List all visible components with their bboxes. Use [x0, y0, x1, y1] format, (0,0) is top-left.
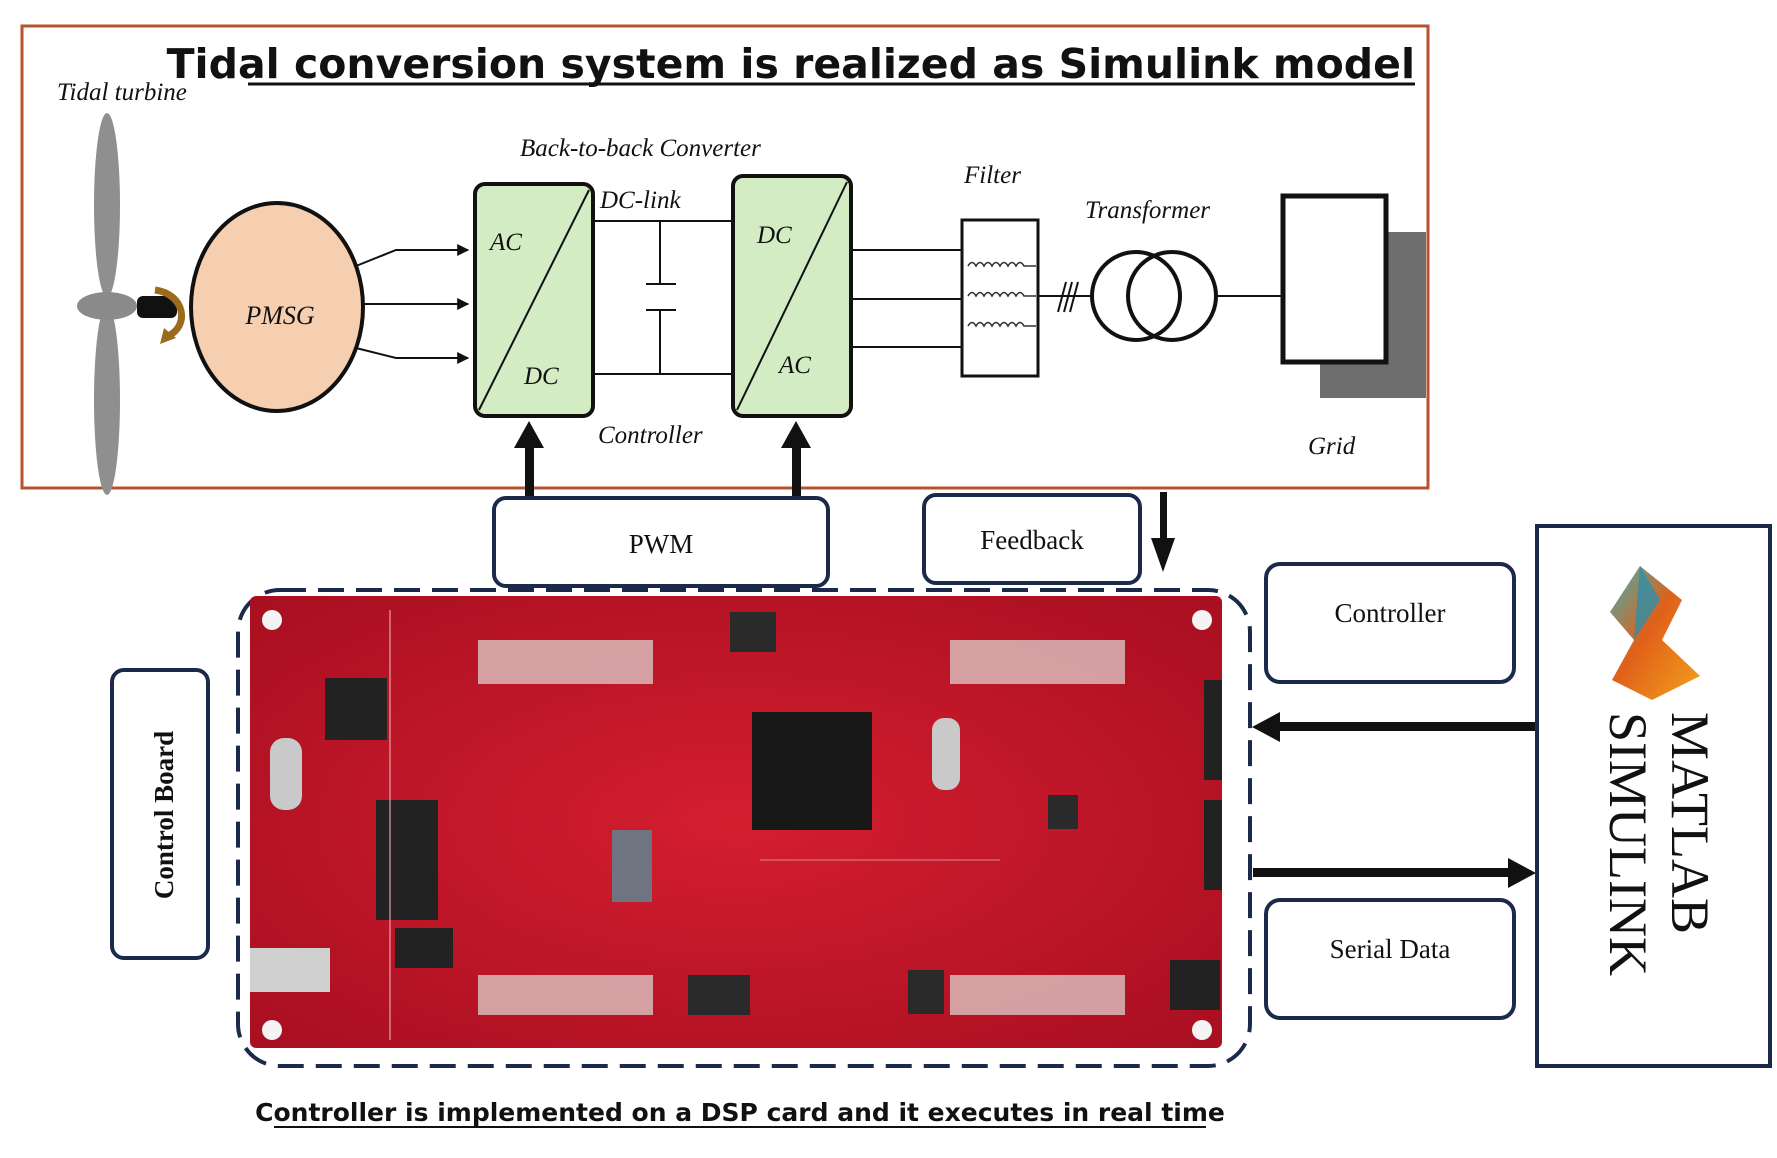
pmsg-generator: [189, 201, 365, 413]
feedback-box: [922, 493, 1142, 585]
matlab-logo-icon: [1610, 566, 1700, 700]
simulink-label: SIMULINK: [1598, 712, 1658, 976]
rectifier-block: [473, 182, 595, 418]
inverter-block: [731, 174, 853, 418]
three-phase-connection: [355, 244, 470, 364]
rectifier-ac-label: AC: [488, 229, 522, 256]
diagram-title: Tidal conversion system is realized as S…: [167, 40, 1415, 88]
controller-label: Controller: [598, 422, 703, 449]
rectifier-dc-label: DC: [523, 363, 559, 390]
inverter-ac-label: AC: [777, 352, 811, 379]
tidal-turbine-label: Tidal turbine: [57, 79, 187, 106]
diagram-caption: Controller is implemented on a DSP card …: [255, 1098, 1225, 1127]
feedback-label: Feedback: [980, 525, 1084, 555]
inverter-output-lines: [851, 249, 962, 348]
pwm-label: PWM: [629, 529, 694, 559]
inverter-dc-label: DC: [756, 222, 792, 249]
control-board-label: Control Board: [149, 731, 179, 899]
grid-block: [1280, 193, 1426, 398]
filter-label: Filter: [963, 162, 1021, 189]
grid-label: Grid: [1308, 433, 1356, 460]
dc-link-label: DC-link: [599, 187, 681, 214]
control-board-outline: [236, 588, 1252, 1068]
filter-block: [960, 218, 1040, 378]
pwm-arrows: [514, 421, 811, 498]
dc-link: [593, 220, 733, 375]
control-board-box: [110, 668, 210, 960]
transformer-label: Transformer: [1085, 197, 1210, 224]
dsp-card: [250, 596, 1222, 1048]
controller-box-label: Controller: [1335, 598, 1446, 628]
serial-data-box: [1264, 898, 1516, 1020]
controller-parameters-box: [1264, 562, 1516, 684]
back-to-back-converter-label: Back-to-back Converter: [520, 135, 761, 162]
pmsg-label: PMSG: [244, 301, 315, 330]
matlab-to-board-arrow: [1252, 712, 1536, 742]
tidal-turbine: [77, 113, 186, 495]
feedback-arrow: [1151, 492, 1175, 572]
pwm-box: [492, 496, 830, 588]
board-to-matlab-arrow: [1253, 858, 1536, 888]
matlab-label: MATLAB: [1660, 712, 1720, 934]
filter-to-transformer-line: [1038, 281, 1092, 313]
serial-data-label: Serial Data: [1330, 934, 1451, 964]
